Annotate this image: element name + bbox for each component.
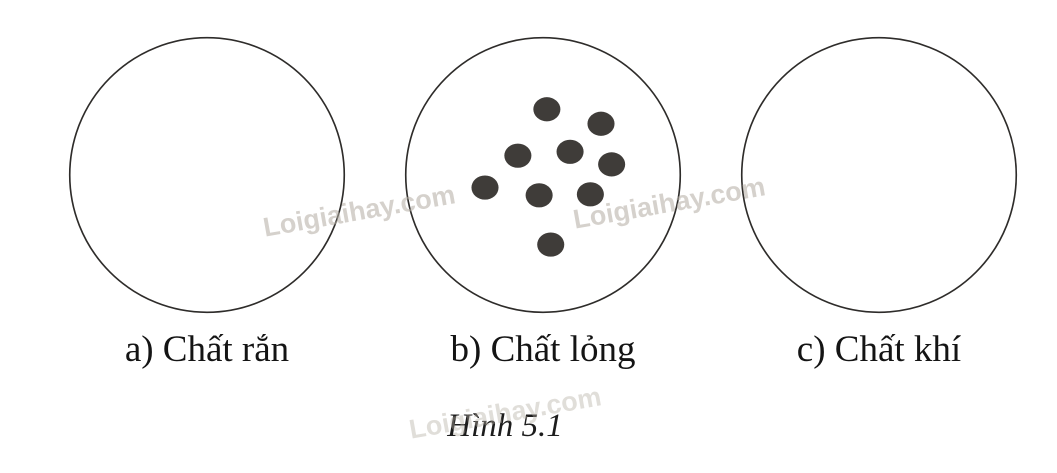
particle-dot	[537, 232, 565, 257]
particle-dot	[598, 152, 626, 177]
particle-dot	[471, 175, 499, 200]
circle-outline	[404, 36, 682, 314]
liquid-container-circle	[404, 36, 682, 314]
particle-dot	[556, 139, 584, 164]
panel-label-gas: c) Chất khí	[796, 329, 962, 370]
panel-label-solid: a) Chất rắn	[124, 329, 290, 370]
particle-dot	[525, 183, 553, 208]
solid-container-circle	[68, 36, 346, 314]
particle-dot	[576, 182, 604, 207]
particle-dot	[533, 97, 561, 122]
panel-gas: c) Chất khí	[734, 30, 1024, 371]
figure-caption: Hình 5.1	[447, 408, 563, 444]
circle-outline	[740, 36, 1018, 314]
circle-outline	[68, 36, 346, 314]
gas-container-circle	[740, 36, 1018, 314]
particle-dot	[587, 111, 615, 136]
panel-solid: a) Chất rắn	[62, 30, 352, 371]
panel-label-liquid: b) Chất lỏng	[450, 329, 636, 370]
state-panels: a) Chất rắn b) Chất lỏng c) Chất khí	[62, 30, 1024, 371]
particle-dot	[504, 143, 532, 168]
panel-liquid: b) Chất lỏng	[398, 30, 688, 371]
